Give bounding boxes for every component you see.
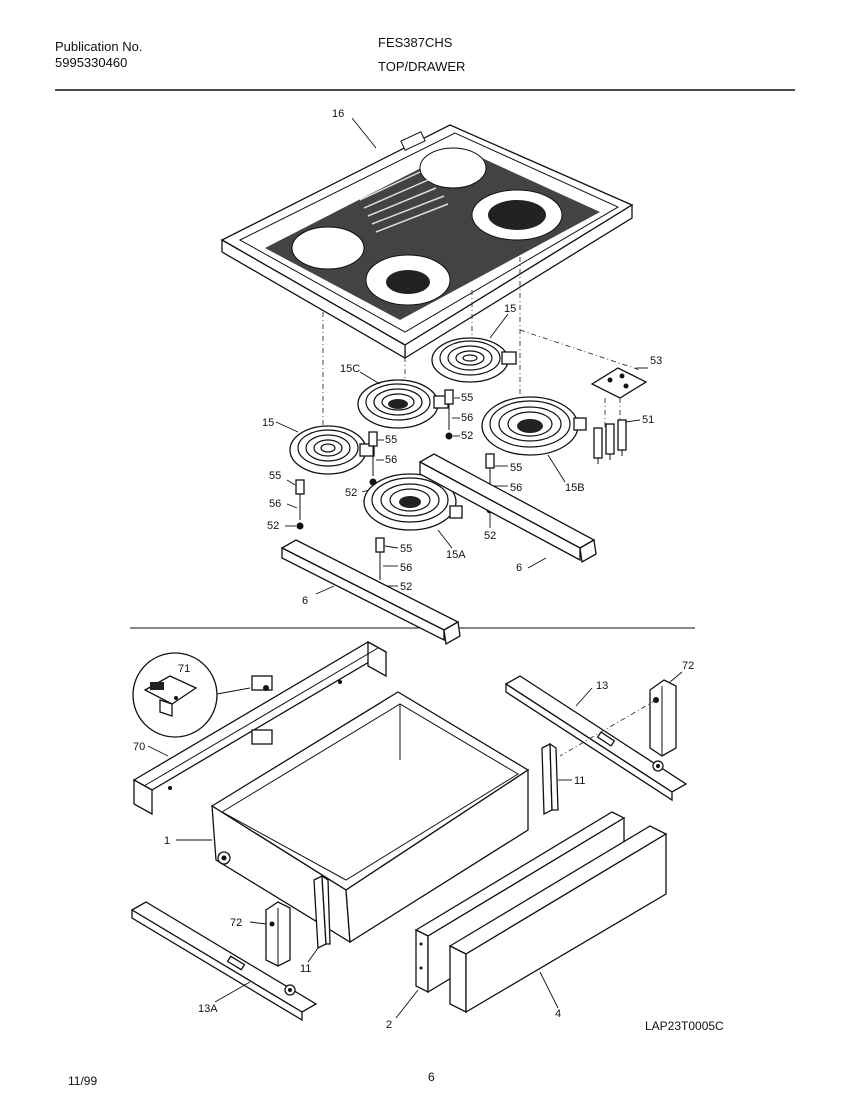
callout-56-a: 56 [461,412,473,424]
callout-52-c: 52 [267,520,279,532]
callout-56-e: 56 [400,562,412,574]
terminal-bracket-53 [590,367,648,399]
callout-6-left: 6 [302,595,308,607]
callout-56-b: 56 [385,454,397,466]
callout-72-right: 72 [682,660,694,672]
hardware-stack-c [295,479,305,530]
drawer-slide-11-right [541,742,559,816]
drawer-slide-11-left [313,874,331,950]
callout-52-e: 52 [400,581,412,593]
drawer-roller-71 [251,675,273,691]
callout-4: 4 [555,1008,561,1020]
callout-51: 51 [642,414,654,426]
drawing-id: LAP23T0005C [645,1019,724,1033]
hardware-stack-b [368,431,378,486]
callout-55-b: 55 [385,434,397,446]
callout-13: 13 [596,680,608,692]
callout-15-top: 15 [504,303,516,315]
terminal-blocks-51 [593,419,627,464]
callout-52-b: 52 [345,487,357,499]
publication-label: Publication No. [55,39,143,54]
callout-53: 53 [650,355,662,367]
callout-1: 1 [164,835,170,847]
callout-52-a: 52 [461,430,473,442]
surface-element-15b [481,396,587,456]
callout-6-right: 6 [516,562,522,574]
section-title: TOP/DRAWER [378,59,466,74]
callout-13a: 13A [198,1003,218,1015]
callout-55-c: 55 [269,470,281,482]
callout-55-a: 55 [461,392,473,404]
surface-element-15a [363,473,463,531]
page-number: 6 [428,1070,435,1084]
detail-circle-71 [132,652,218,738]
callout-56-d: 56 [510,482,522,494]
surface-element-15c [357,379,449,429]
callout-2: 2 [386,1019,392,1031]
callout-11-left: 11 [300,963,311,975]
drawer-bracket-72-right [649,679,677,757]
element-support-rail-right [418,453,597,564]
callout-15b: 15B [565,482,585,494]
callout-56-c: 56 [269,498,281,510]
callout-71: 71 [178,663,190,675]
surface-element-15-rear [431,337,517,383]
callout-55-d: 55 [510,462,522,474]
callout-16: 16 [332,108,344,120]
drawer-bracket-72-left [265,901,291,967]
callout-15a: 15A [446,549,466,561]
callout-11-right: 11 [574,775,585,787]
callout-15c: 15C [340,363,360,375]
drawer-rail-13a [130,901,318,1022]
element-support-rail-left [280,539,461,646]
footer-date: 11/99 [68,1074,98,1088]
callout-52-d: 52 [484,530,496,542]
drawer-rail-70 [132,640,388,816]
surface-element-15-left [289,425,375,475]
callout-72-left: 72 [230,917,242,929]
drawer-outer-front-4 [448,825,668,1014]
publication-number: 5995330460 [55,55,128,70]
callout-55-e: 55 [400,543,412,555]
hardware-stack-a [444,389,454,440]
model-number: FES387CHS [378,35,453,50]
callout-70: 70 [133,741,145,753]
drawer-rail-13 [504,675,688,802]
callout-15-left: 15 [262,417,274,429]
cooktop-glass [220,124,634,360]
